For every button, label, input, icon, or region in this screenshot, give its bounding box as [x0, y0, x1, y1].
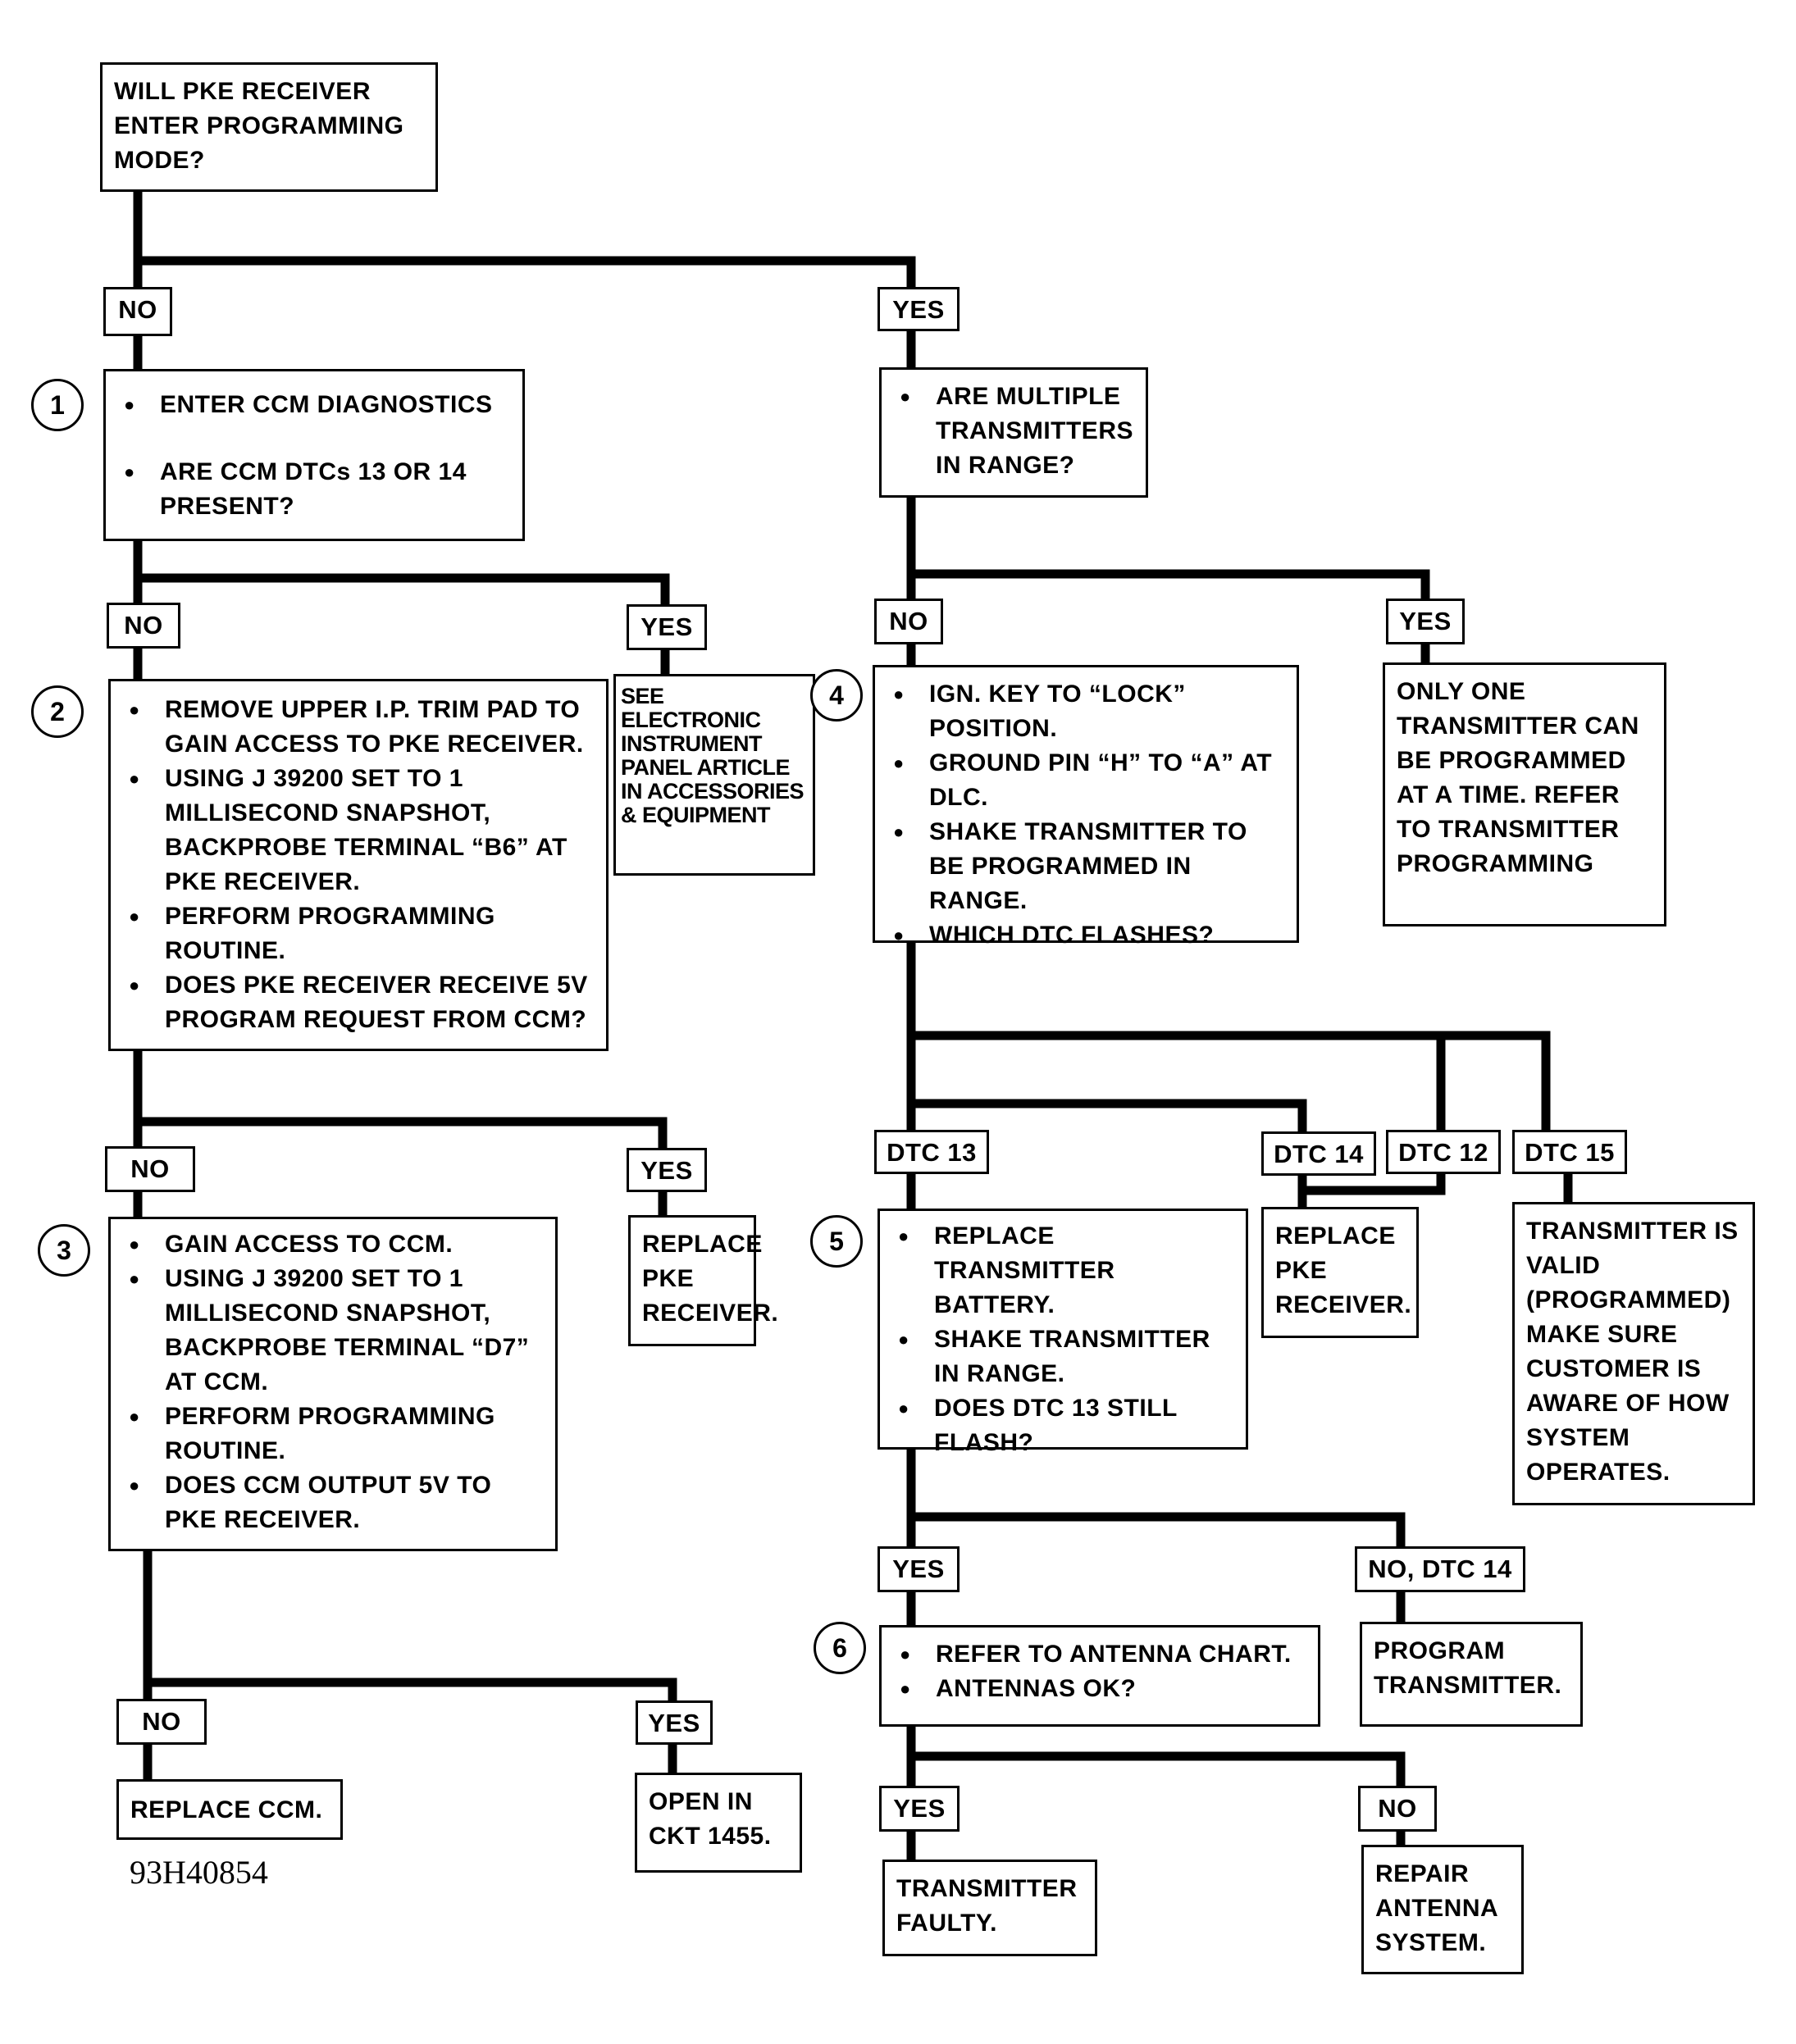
- start-question-text: WILL PKE RECEIVER ENTER PROGRAMMING MODE…: [114, 78, 404, 174]
- step-number-4: 4: [810, 669, 863, 722]
- replace-ccm-box: REPLACE CCM.: [116, 1779, 343, 1840]
- step3-box: GAIN ACCESS TO CCM. USING J 39200 SET TO…: [108, 1217, 558, 1551]
- label-yes-d: YES: [636, 1700, 713, 1745]
- replace-pke-receiver-text: REPLACE PKE RECEIVER.: [1275, 1222, 1412, 1318]
- step4-item: WHICH DTC FLASHES?: [887, 918, 1285, 953]
- transmitter-faulty-text: TRANSMITTER FAULTY.: [896, 1875, 1078, 1937]
- step3-item: GAIN ACCESS TO CCM.: [122, 1227, 544, 1262]
- step-number-5: 5: [810, 1215, 863, 1268]
- step4-box: IGN. KEY TO “LOCK” POSITION. GROUND PIN …: [873, 665, 1299, 953]
- repair-antenna-box: REPAIR ANTENNA SYSTEM.: [1361, 1845, 1524, 1974]
- step6-item: REFER TO ANTENNA CHART.: [893, 1637, 1306, 1672]
- step5-item: SHAKE TRANSMITTER IN RANGE.: [891, 1322, 1234, 1391]
- see-reference-box: SEE ELECTRONIC INSTRUMENT PANEL ARTICLE …: [613, 674, 815, 876]
- step3-item: USING J 39200 SET TO 1 MILLISECOND SNAPS…: [122, 1262, 544, 1400]
- step6-item: ANTENNAS OK?: [893, 1672, 1306, 1706]
- see-reference-text: SEE ELECTRONIC INSTRUMENT PANEL ARTICLE …: [621, 684, 805, 827]
- start-question-box: WILL PKE RECEIVER ENTER PROGRAMMING MODE…: [100, 62, 438, 192]
- replace-pke-receiver-text: REPLACE PKE RECEIVER.: [642, 1231, 779, 1327]
- label-yes-b: YES: [627, 604, 707, 650]
- label-dtc15: DTC 15: [1512, 1130, 1627, 1174]
- repair-antenna-text: REPAIR ANTENNA SYSTEM.: [1375, 1860, 1498, 1956]
- replace-ccm-text: REPLACE CCM.: [130, 1796, 323, 1823]
- program-transmitter-box: PROGRAM TRANSMITTER.: [1360, 1622, 1583, 1727]
- label-yes-f: YES: [877, 1546, 960, 1592]
- step-number-2: 2: [31, 685, 84, 738]
- label-dtc12: DTC 12: [1386, 1130, 1501, 1174]
- step2-item: DOES PKE RECEIVER RECEIVE 5V PROGRAM REQ…: [122, 968, 595, 1037]
- label-no-g: NO: [1358, 1786, 1437, 1832]
- step1-box: ENTER CCM DIAGNOSTICS ARE CCM DTCs 13 OR…: [103, 369, 525, 541]
- step2-item: PERFORM PROGRAMMING ROUTINE.: [122, 899, 595, 968]
- label-no-b: NO: [107, 603, 180, 649]
- open-in-ckt-box: OPEN IN CKT 1455.: [635, 1773, 802, 1873]
- multiple-transmitters-box: ARE MULTIPLE TRANSMITTERS IN RANGE?: [879, 367, 1148, 498]
- label-yes-a: YES: [877, 287, 960, 331]
- step2-item: USING J 39200 SET TO 1 MILLISECOND SNAPS…: [122, 762, 595, 899]
- replace-pke-receiver-box-2: REPLACE PKE RECEIVER.: [1261, 1207, 1419, 1338]
- label-no-e: NO: [874, 599, 943, 644]
- step1-item: ARE CCM DTCs 13 OR 14 PRESENT?: [117, 455, 511, 524]
- step4-item: IGN. KEY TO “LOCK” POSITION.: [887, 677, 1285, 746]
- only-one-transmitter-text: ONLY ONE TRANSMITTER CAN BE PROGRAMMED A…: [1397, 678, 1639, 877]
- transmitter-valid-box: TRANSMITTER IS VALID (PROGRAMMED) MAKE S…: [1512, 1202, 1755, 1505]
- label-yes-g: YES: [879, 1786, 960, 1832]
- replace-pke-receiver-box-1: REPLACE PKE RECEIVER.: [628, 1215, 779, 1346]
- only-one-transmitter-box: ONLY ONE TRANSMITTER CAN BE PROGRAMMED A…: [1383, 662, 1666, 926]
- step2-item: REMOVE UPPER I.P. TRIM PAD TO GAIN ACCES…: [122, 693, 595, 762]
- step4-item: GROUND PIN “H” TO “A” AT DLC.: [887, 746, 1285, 815]
- label-no-c: NO: [105, 1146, 195, 1192]
- transmitter-faulty-box: TRANSMITTER FAULTY.: [882, 1860, 1097, 1956]
- label-no-d: NO: [116, 1699, 207, 1745]
- step5-item: DOES DTC 13 STILL FLASH?: [891, 1391, 1234, 1460]
- label-no-dtc14: NO, DTC 14: [1355, 1546, 1525, 1592]
- step4-item: SHAKE TRANSMITTER TO BE PROGRAMMED IN RA…: [887, 815, 1285, 918]
- multiple-transmitters-item: ARE MULTIPLE TRANSMITTERS IN RANGE?: [893, 380, 1134, 483]
- label-no-a: NO: [103, 287, 172, 336]
- label-yes-c: YES: [627, 1148, 707, 1192]
- program-transmitter-text: PROGRAM TRANSMITTER.: [1374, 1637, 1562, 1699]
- transmitter-valid-text: TRANSMITTER IS VALID (PROGRAMMED) MAKE S…: [1526, 1218, 1739, 1486]
- step5-box: REPLACE TRANSMITTER BATTERY. SHAKE TRANS…: [877, 1209, 1248, 1456]
- label-dtc14: DTC 14: [1261, 1131, 1376, 1176]
- step1-item: ENTER CCM DIAGNOSTICS: [117, 388, 511, 422]
- open-in-ckt-text: OPEN IN CKT 1455.: [649, 1788, 772, 1850]
- step3-item: DOES CCM OUTPUT 5V TO PKE RECEIVER.: [122, 1468, 544, 1537]
- step5-item: REPLACE TRANSMITTER BATTERY.: [891, 1219, 1234, 1322]
- step3-item: PERFORM PROGRAMMING ROUTINE.: [122, 1400, 544, 1468]
- step-number-6: 6: [814, 1622, 866, 1674]
- step6-box: REFER TO ANTENNA CHART. ANTENNAS OK?: [879, 1625, 1320, 1727]
- step-number-3: 3: [38, 1224, 90, 1277]
- step2-box: REMOVE UPPER I.P. TRIM PAD TO GAIN ACCES…: [108, 679, 609, 1051]
- figure-id: 93H40854: [130, 1854, 268, 1891]
- label-yes-e: YES: [1386, 599, 1465, 644]
- step-number-1: 1: [31, 379, 84, 431]
- label-dtc13: DTC 13: [874, 1130, 989, 1174]
